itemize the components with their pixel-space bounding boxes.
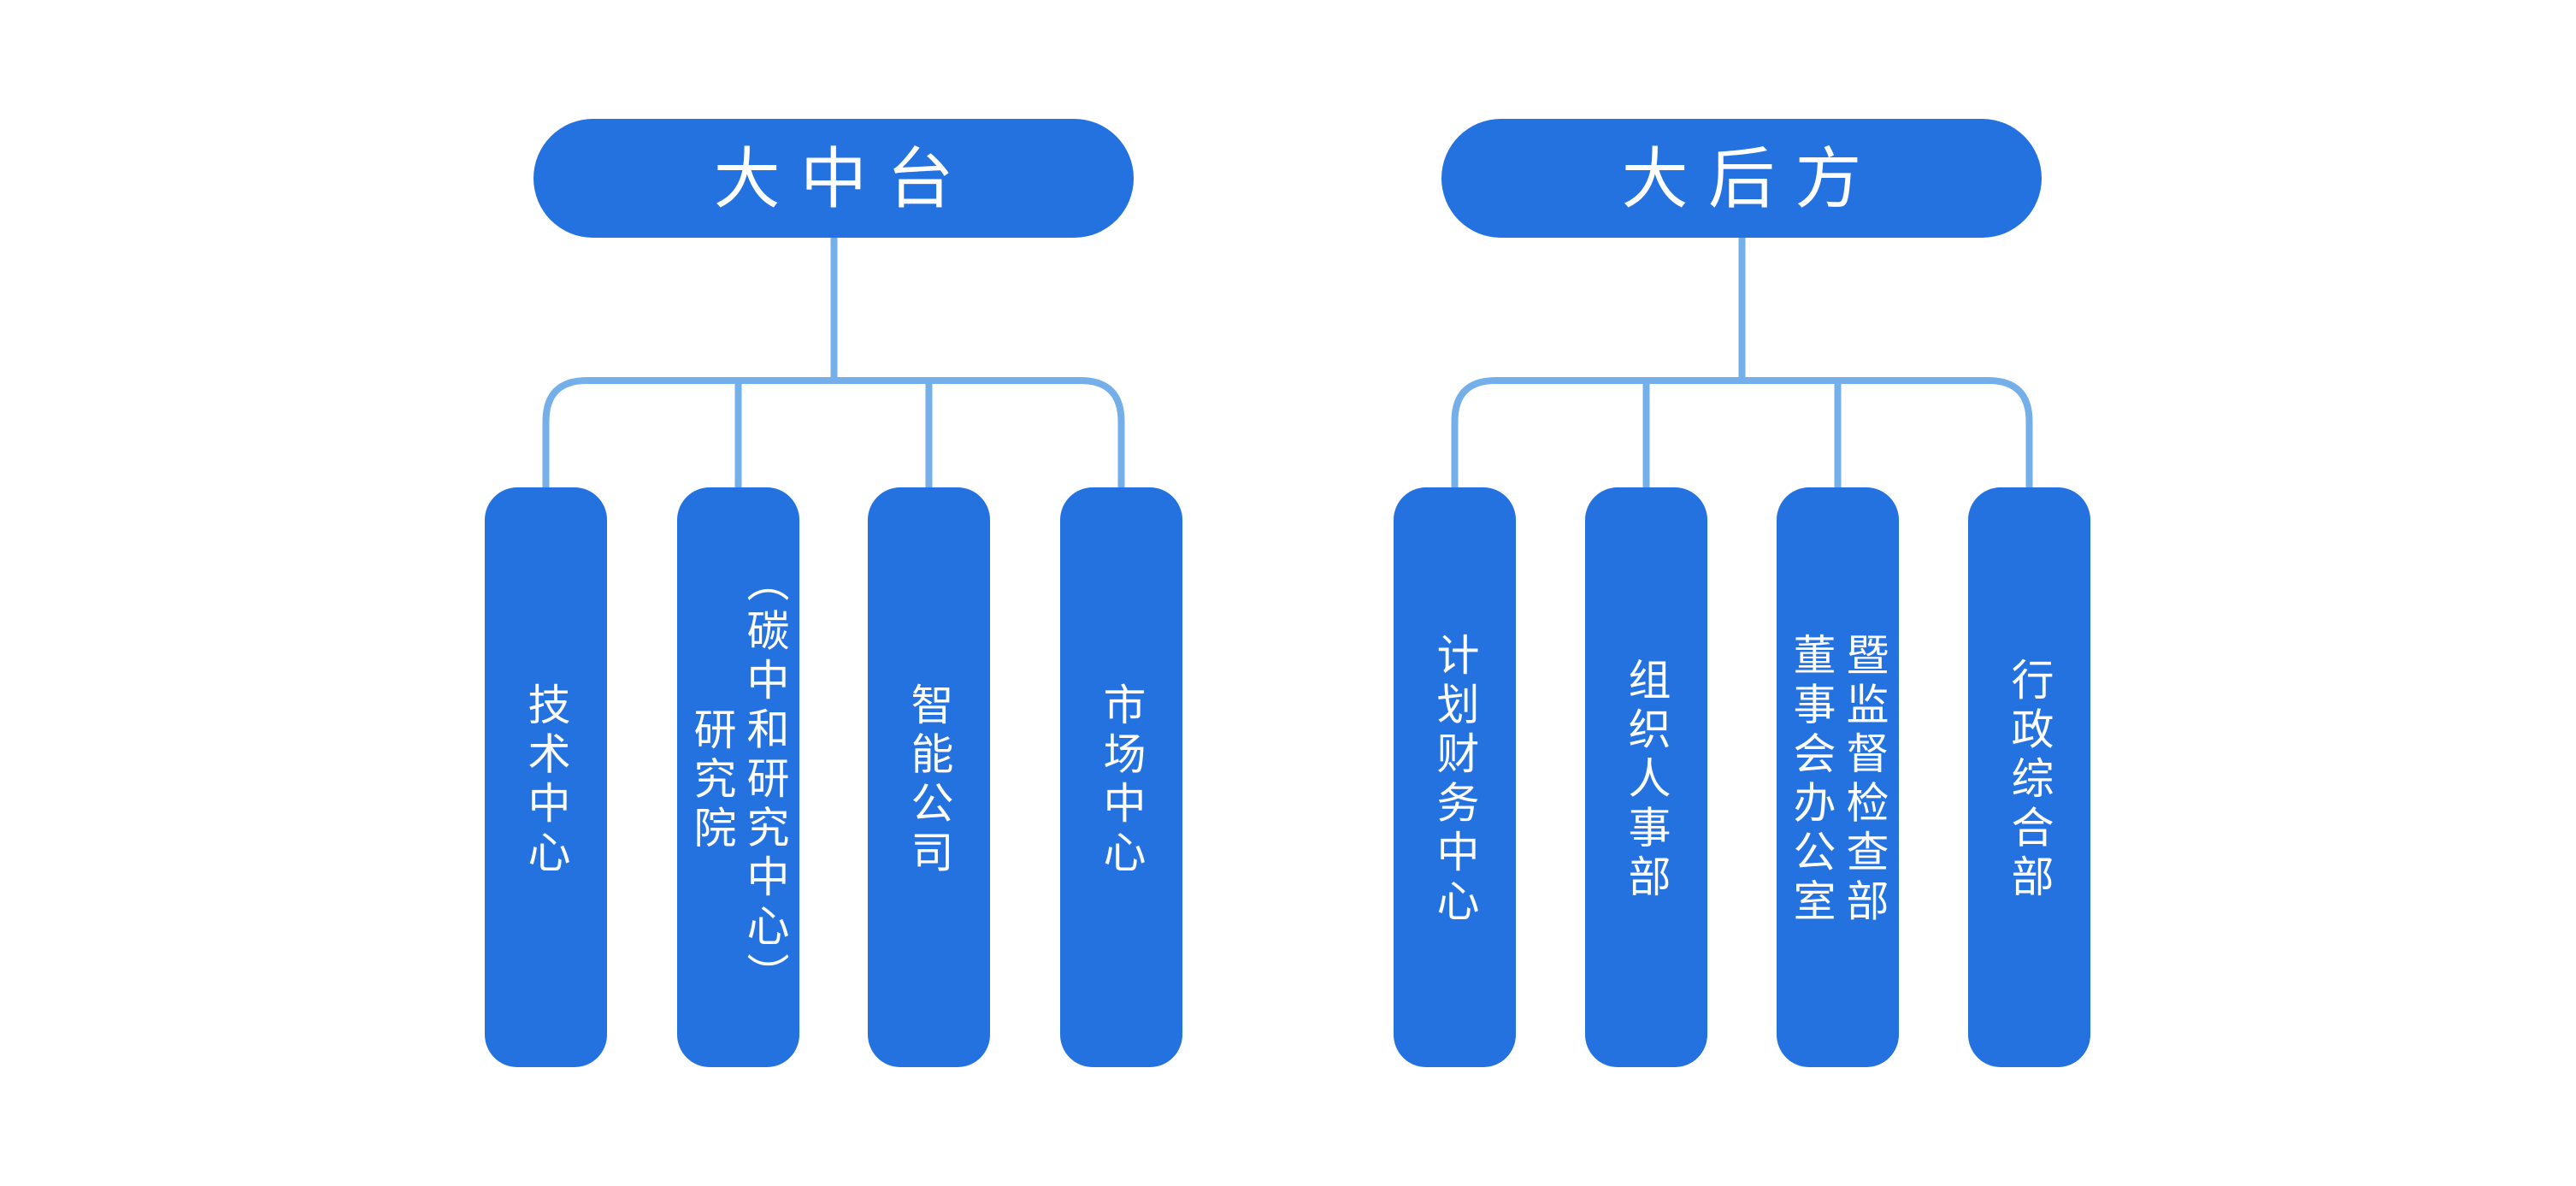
dept-node-tech-center[interactable]: 技术中心 bbox=[485, 487, 607, 1067]
dept-label-line: 行政综合部 bbox=[2005, 658, 2054, 904]
dept-node-market-center[interactable]: 市场中心 bbox=[1060, 487, 1182, 1067]
connector-right-bus bbox=[1451, 377, 2033, 487]
dept-node-research-institute[interactable]: 研究院（碳中和研究中心） bbox=[677, 487, 799, 1067]
root-node-title: 大后方 bbox=[1621, 140, 1882, 216]
dept-label-line: 计划财务中心 bbox=[1430, 633, 1479, 929]
root-node-title: 大中台 bbox=[713, 140, 974, 216]
root-node-da-hou-fang[interactable]: 大后方 bbox=[1441, 119, 2042, 238]
dept-node-label: 技术中心 bbox=[520, 676, 573, 879]
dept-label-line: 组织人事部 bbox=[1622, 658, 1671, 904]
dept-label-line: 暨监督检查部 bbox=[1840, 633, 1889, 929]
dept-node-admin-general-dept[interactable]: 行政综合部 bbox=[1968, 487, 2090, 1067]
dept-node-label: 智能公司 bbox=[903, 676, 956, 879]
dept-node-label: 计划财务中心 bbox=[1429, 627, 1482, 929]
dept-label-line: 董事会办公室 bbox=[1787, 633, 1836, 929]
dept-node-label: 行政综合部 bbox=[2003, 652, 2056, 904]
dept-label-line: 技术中心 bbox=[522, 682, 570, 879]
dept-node-label: 市场中心 bbox=[1095, 676, 1148, 879]
dept-label-line: 市场中心 bbox=[1097, 682, 1146, 879]
dept-node-board-office-supervision[interactable]: 董事会办公室暨监督检查部 bbox=[1777, 487, 1899, 1067]
root-node-da-zhong-tai[interactable]: 大中台 bbox=[533, 119, 1134, 238]
connector-left-bus bbox=[542, 377, 1125, 487]
dept-node-planning-finance-center[interactable]: 计划财务中心 bbox=[1394, 487, 1516, 1067]
dept-label-line: （碳中和研究中心） bbox=[740, 559, 789, 1002]
dept-node-label: 研究院（碳中和研究中心） bbox=[686, 553, 792, 1002]
dept-node-label: 组织人事部 bbox=[1620, 652, 1673, 904]
dept-node-org-hr-dept[interactable]: 组织人事部 bbox=[1585, 487, 1707, 1067]
dept-label-line: 智能公司 bbox=[905, 682, 953, 879]
dept-node-label: 董事会办公室暨监督检查部 bbox=[1785, 627, 1891, 929]
dept-node-intelligence-company[interactable]: 智能公司 bbox=[868, 487, 990, 1067]
dept-label-line: 研究院 bbox=[687, 706, 736, 855]
